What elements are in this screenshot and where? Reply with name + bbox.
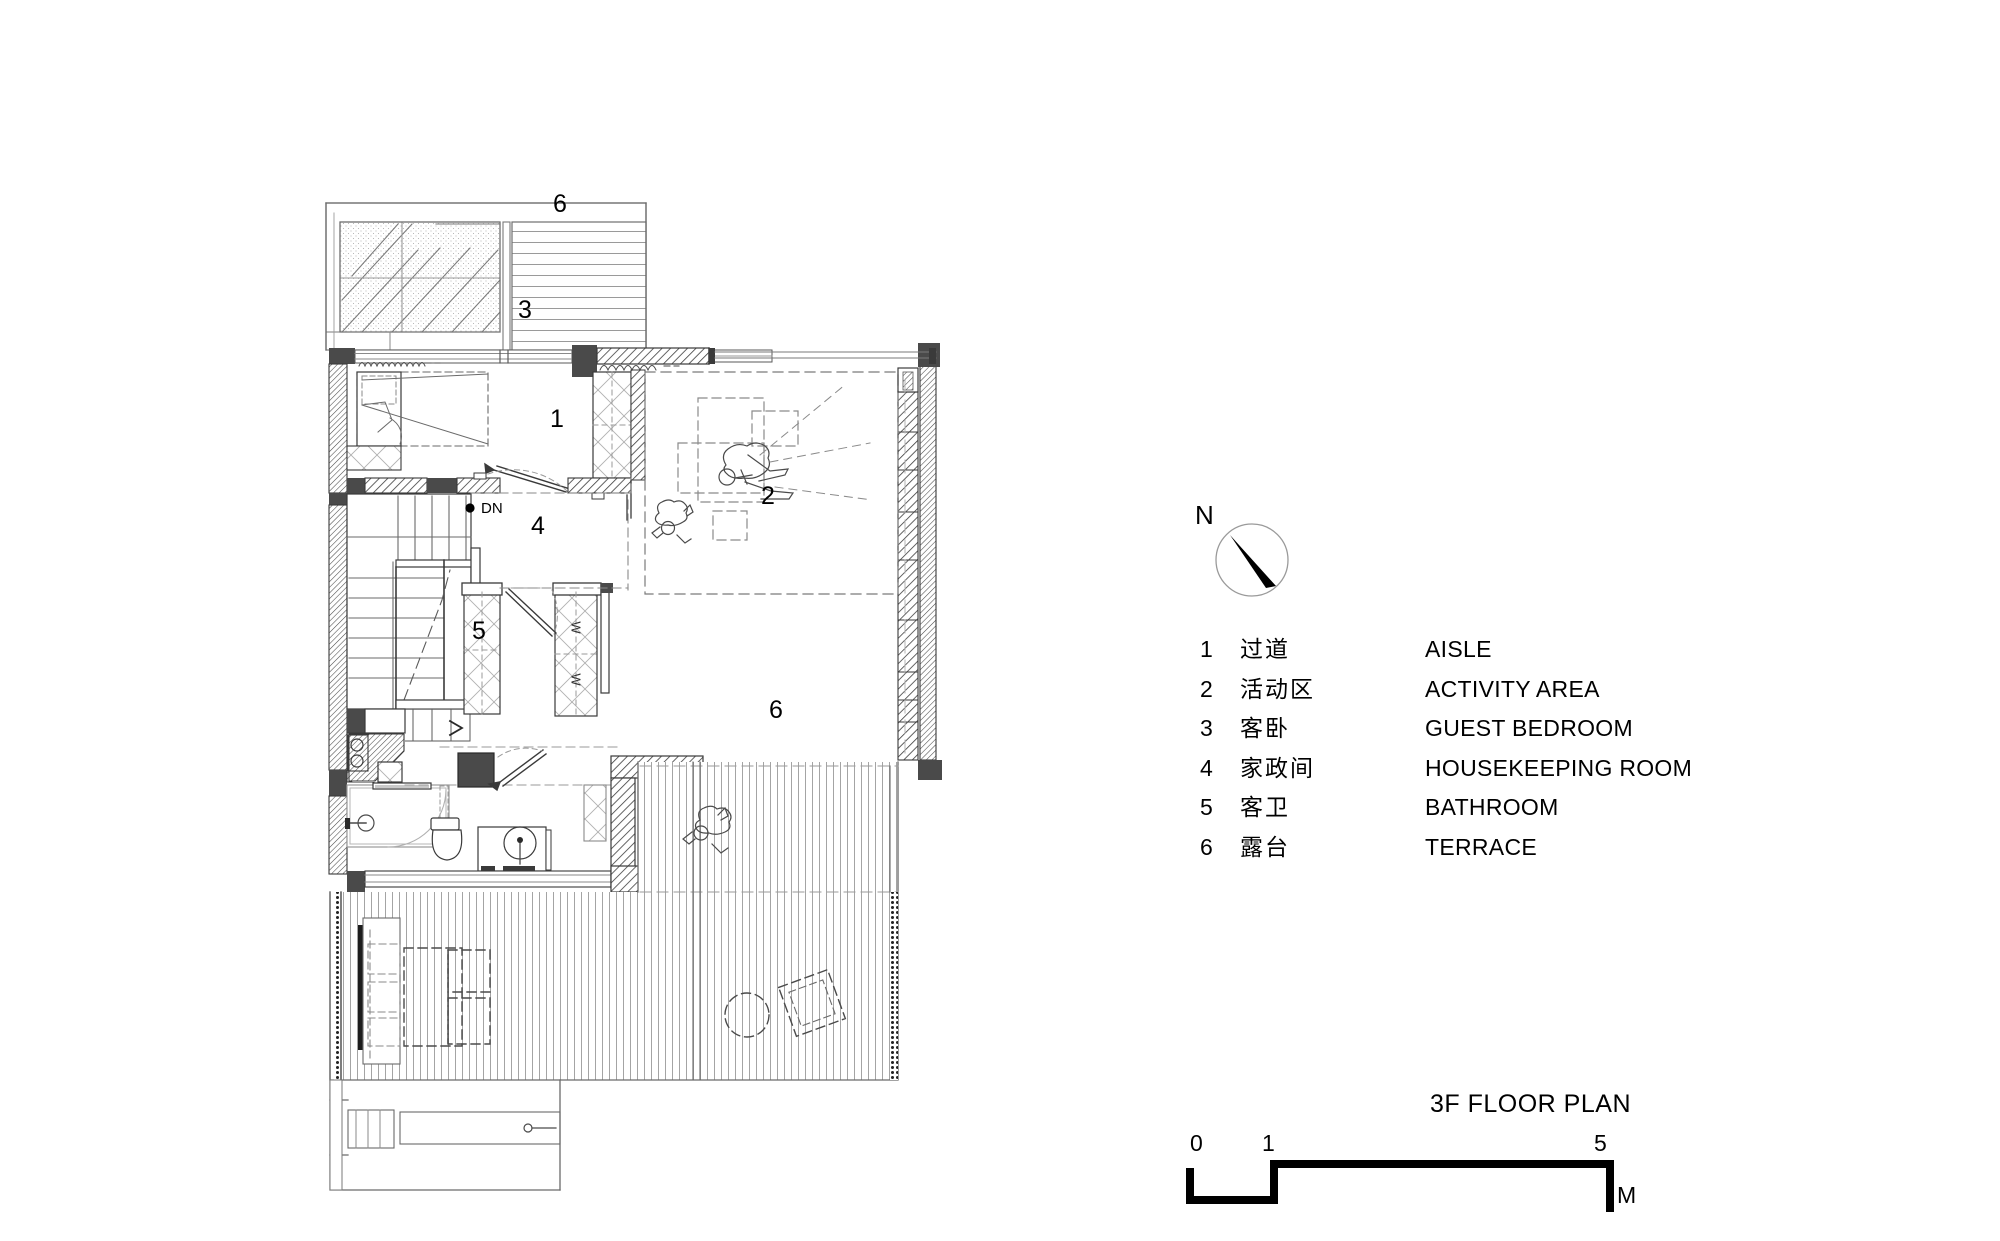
room-bathroom [345,708,621,893]
legend-label-cn: 过道 [1240,637,1290,663]
legend-label-cn: 客卫 [1240,795,1290,821]
scale-label-1: 1 [1262,1130,1275,1156]
legend-number: 2 [1200,675,1213,702]
legend-label-cn: 活动区 [1240,676,1315,703]
legend-label-en: TERRACE [1425,833,1538,860]
legend-label-en: HOUSEKEEPING ROOM [1425,754,1693,781]
upper-terrace-block [325,202,647,351]
legend-number: 5 [1200,794,1213,820]
legend-item-3: 3 客卧 GUEST BEDROOM [1200,709,1960,749]
legend-number: 6 [1200,833,1213,860]
legend-item-1: 1 过道 AISLE [1200,630,1960,670]
legend-label-en: GUEST BEDROOM [1425,715,1633,741]
room-legend: 1 过道 AISLE 2 活动区 ACTIVITY AREA 3 客卧 GUES… [1200,630,1960,867]
legend-label-en: BATHROOM [1425,794,1559,820]
aisle-dashed-outline [470,477,632,591]
compass-block: N [1195,500,1315,610]
scale-unit-label: M [1617,1182,1637,1208]
legend-label-en: ACTIVITY AREA [1425,675,1600,702]
legend-item-4: 4 家政间 HOUSEKEEPING ROOM [1200,749,1960,789]
scale-label-0: 0 [1190,1130,1203,1156]
exterior-walls [328,343,942,875]
legend-item-5: 5 客卫 BATHROOM [1200,788,1960,828]
legend-item-6: 6 露台 TERRACE [1200,828,1960,868]
plan-title: 3F FLOOR PLAN [1430,1090,1631,1118]
entry-door-detail [599,348,937,372]
east-window [897,367,919,393]
legend-label-cn: 家政间 [1240,755,1315,782]
legend-number: 4 [1200,754,1213,781]
scale-label-5: 5 [1594,1130,1607,1156]
scale-bar-graphic [1186,1160,1614,1212]
legend-number: 1 [1200,636,1213,662]
room-activity-area [644,367,919,595]
legend-label-cn: 露台 [1240,834,1290,861]
lower-terrace [329,761,899,1149]
scale-bar: 0 1 5 M [1190,1130,1850,1220]
compass-rose [1215,523,1289,597]
compass-north-label: N [1195,500,1214,530]
interior-wall-3-1 [347,472,632,521]
legend-label-en: AISLE [1425,636,1492,662]
legend-number: 3 [1200,715,1213,741]
left-strip [329,1079,343,1191]
legend-item-2: 2 活动区 ACTIVITY AREA [1200,670,1960,710]
staircase [346,493,481,742]
room-guest-bedroom [346,362,646,493]
legend-label-cn: 客卧 [1240,716,1290,742]
room-housekeeping [461,582,613,717]
